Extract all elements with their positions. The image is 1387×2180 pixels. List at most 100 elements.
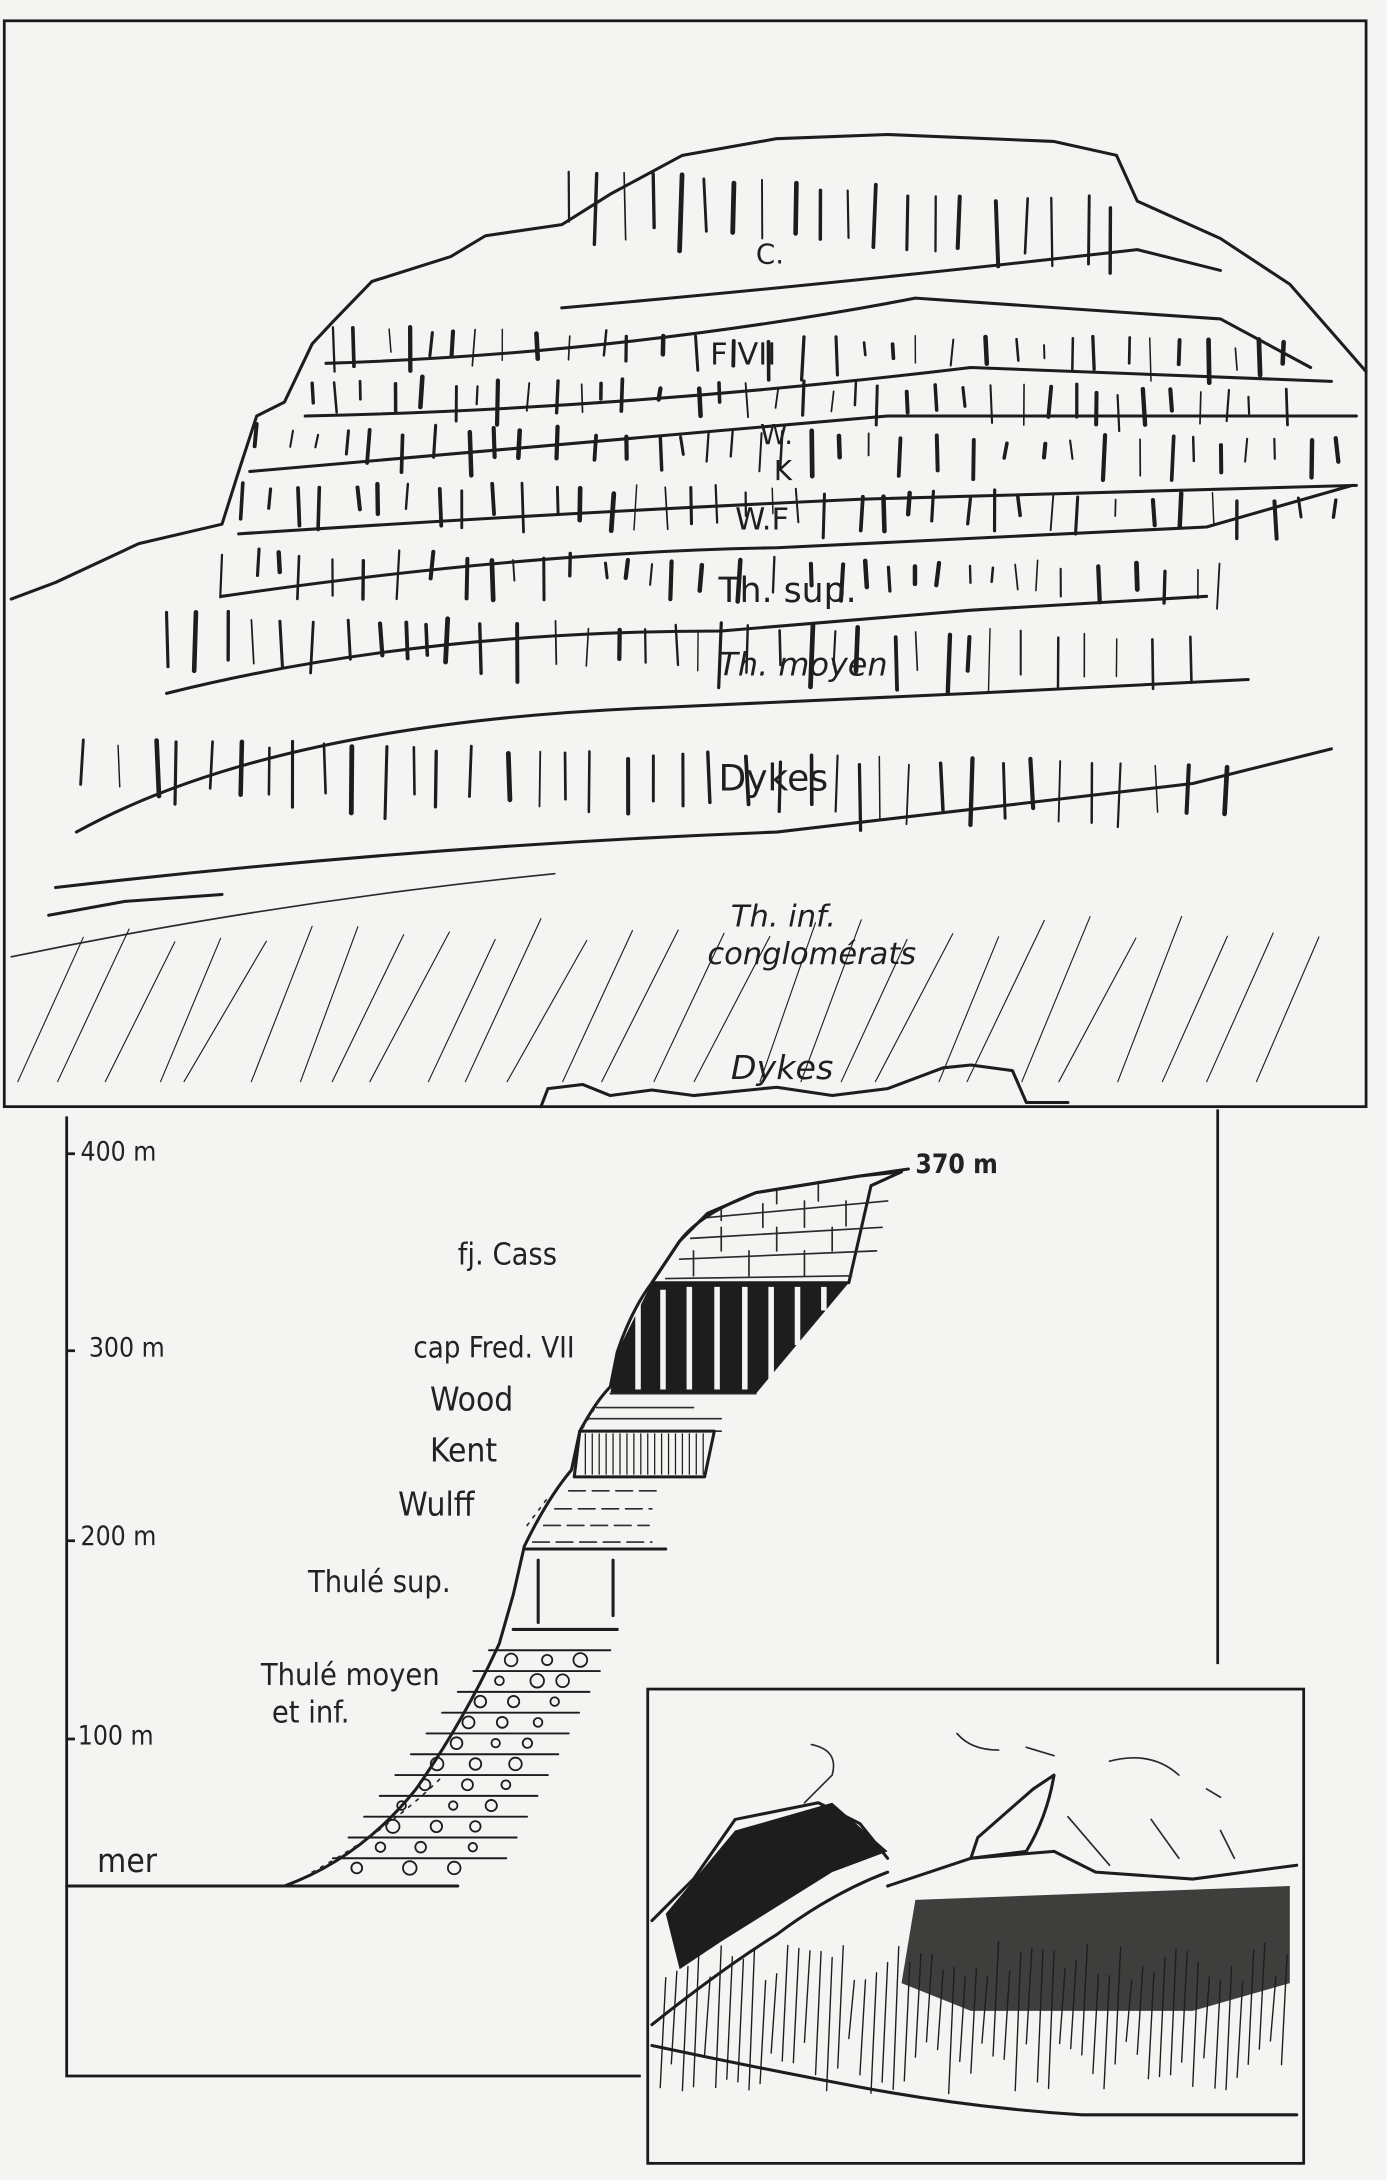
layer-thule-sup-pattern <box>511 1558 619 1631</box>
inset-hatch-stroke <box>803 1950 811 2044</box>
cliff-joint-stroke <box>649 563 654 586</box>
cliff-joint-stroke <box>679 435 685 456</box>
cliff-joint-stroke <box>602 329 608 357</box>
cliff-joint-stroke <box>1216 562 1221 610</box>
pebble-mark <box>467 1842 478 1853</box>
inset-hatch-stroke <box>1036 1949 1044 2083</box>
cliff-joint-stroke <box>989 384 994 424</box>
cliff-joint-stroke <box>208 740 214 790</box>
cliff-joint-stroke <box>934 560 942 588</box>
cliff-skyline <box>9 132 1368 601</box>
cliff-joint-stroke <box>1071 337 1075 372</box>
cliff-joint-stroke <box>377 621 385 658</box>
cliff-joint-stroke <box>717 621 723 690</box>
cliff-joint-stroke <box>1296 496 1303 519</box>
label-conglomerats: conglomérats <box>707 937 916 972</box>
cliff-joint-stroke <box>714 484 719 524</box>
cliff-joint-stroke <box>1091 334 1096 371</box>
scree-line <box>369 931 450 1083</box>
layer-label-cap-fred-vii: cap Fred. VII <box>413 1331 574 1365</box>
cliff-joint-stroke <box>117 744 121 788</box>
inset-hatch-stroke <box>992 1940 1000 2057</box>
cliff-joint-stroke <box>799 335 806 382</box>
inset-hatch-stroke <box>925 1953 933 2043</box>
pebble-mark <box>541 1653 554 1666</box>
cliff-joint-stroke <box>846 189 850 239</box>
cliff-joint-stroke <box>567 335 571 361</box>
scree-line <box>1255 936 1320 1083</box>
cliff-joint-stroke <box>443 616 451 665</box>
cliff-joint-stroke <box>1273 437 1276 460</box>
cliff-joint-stroke <box>592 433 599 462</box>
cliff-joint-stroke <box>971 438 976 482</box>
scree-line <box>800 919 862 1083</box>
cliff-joint-stroke <box>1333 436 1341 464</box>
label-th-inf: Th. inf. <box>731 899 836 934</box>
cliff-joint-stroke <box>809 428 815 479</box>
inset-hatch-stroke <box>1014 1951 1022 2092</box>
cliff-joint-stroke <box>267 487 273 510</box>
cliff-joint-stroke <box>808 622 816 690</box>
section-frame <box>65 1109 1220 2078</box>
cliff-joint-stroke <box>310 381 315 405</box>
cliff-joint-stroke <box>173 740 178 806</box>
cliff-joint-stroke <box>395 549 401 601</box>
cliff-joint-stroke <box>1087 194 1091 266</box>
cliff-joint-stroke <box>608 491 617 534</box>
inset-hatch-stroke <box>892 1945 900 2091</box>
scree-line <box>250 925 313 1083</box>
scree-line <box>759 922 817 1083</box>
inset-hatch-stroke <box>959 1975 966 2063</box>
layer-wood-pattern <box>581 1392 757 1432</box>
cliff-joint-stroke <box>830 390 835 413</box>
cliff-joint-stroke <box>1148 337 1152 382</box>
pebble-mark <box>490 1738 501 1749</box>
cliff-joint-stroke <box>905 490 912 517</box>
inset-hatch-stroke <box>981 1975 989 2044</box>
cliff-joint-stroke <box>252 422 259 449</box>
inset-hatch-stroke <box>1225 1966 1233 2091</box>
cliff-joint-stroke <box>424 622 430 657</box>
cliff-joint-stroke <box>1189 635 1193 684</box>
cliff-joint-stroke <box>1191 435 1196 463</box>
cliff-joint-stroke <box>554 424 560 461</box>
cliff-joint-stroke <box>238 739 245 797</box>
layer-kent-pattern <box>572 1429 716 1479</box>
inset-hatch-stroke <box>1058 1967 1066 2045</box>
tick-400m: 400 m <box>81 1138 157 1168</box>
inset-hatch-stroke <box>1203 1976 1211 2059</box>
pebble-mark <box>374 1841 387 1853</box>
cliff-joint-stroke <box>1244 437 1249 463</box>
cliff-joint-stroke <box>512 559 516 582</box>
label-dykes-lower: Dykes <box>731 1048 833 1087</box>
inset-hatch-stroke <box>759 1979 767 2085</box>
cliff-joint-stroke <box>623 557 631 581</box>
cliff-joint-stroke <box>934 433 940 473</box>
cliff-joint-stroke <box>1015 337 1020 362</box>
cliff-joint-stroke <box>694 334 700 372</box>
cliff-joint-stroke <box>771 487 774 515</box>
cliff-joint-stroke <box>1206 337 1212 386</box>
layer-label-fj-cass: fj. Cass <box>458 1238 557 1273</box>
cliff-joint-stroke <box>1151 638 1155 691</box>
cliff-joint-stroke <box>1309 438 1315 480</box>
cliff-joint-stroke <box>1023 197 1029 255</box>
cliff-joint-stroke <box>1256 337 1263 378</box>
cliff-joint-stroke <box>968 756 975 828</box>
cliff-joint-stroke <box>585 627 590 667</box>
pebble-mark <box>402 1860 418 1876</box>
inset-hatch-stroke <box>770 1973 778 2054</box>
cliff-joint-stroke <box>730 180 737 235</box>
cliff-joint-stroke <box>296 486 302 528</box>
cliff-joint-stroke <box>949 338 955 367</box>
inset-hatch-stroke <box>714 1945 722 2089</box>
label-c: C. <box>756 237 784 270</box>
cliff-joint-stroke <box>702 177 708 233</box>
cliff-joint-stroke <box>987 627 991 693</box>
cliff-joint-stroke <box>154 738 162 799</box>
inset-hatch-stroke <box>1114 1946 1122 2065</box>
cliff-joint-stroke <box>1028 756 1036 811</box>
scree-line <box>874 933 954 1083</box>
cliff-joint-stroke <box>990 566 995 584</box>
